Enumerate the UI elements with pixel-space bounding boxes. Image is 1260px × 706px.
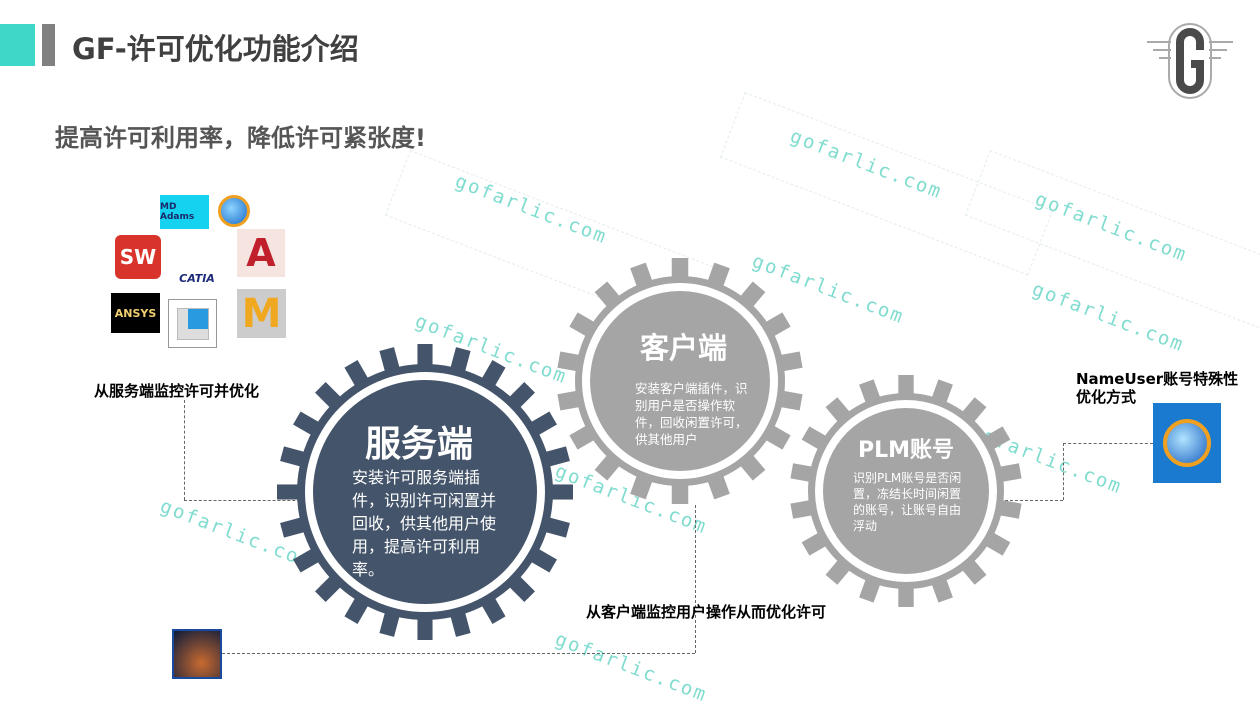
app-logo-square: [187, 308, 208, 329]
page-subtitle: 提高许可利用率，降低许可紧张度!: [55, 124, 426, 152]
maya-logo: M: [237, 289, 286, 338]
connector-line: [184, 400, 185, 500]
3ds-logo: [172, 629, 222, 679]
md-adams-logo: MD Adams: [160, 195, 209, 229]
gear-tooth: [280, 516, 308, 538]
nx-globe-logo: [218, 195, 250, 227]
gear-tooth: [778, 351, 803, 372]
client-monitor-label: 从客户端监控用户操作从而优化许可: [586, 603, 827, 621]
gear-tooth: [379, 347, 401, 375]
client-gear-desc: 安装客户端插件，识别用户是否操作软件，回收闲置许可，供其他用户: [635, 381, 748, 447]
gear-tooth: [449, 609, 471, 637]
connector-line: [1063, 443, 1153, 444]
gear-tooth: [778, 390, 803, 411]
plm-gear-desc: 识别PLM账号是否闲置，冻结长时间闲置的账号，让账号自由浮动: [853, 471, 962, 533]
gear-tooth: [790, 499, 815, 519]
title-bar: [42, 24, 55, 66]
gear-tooth: [790, 463, 815, 483]
gear-tooth: [557, 390, 582, 411]
gear-tooth: [997, 463, 1022, 483]
connector-line: [1063, 443, 1064, 500]
nameuser-label: NameUser账号特殊性优化方式: [1076, 370, 1239, 406]
client-gear-title: 客户端: [640, 331, 728, 365]
catia-logo: CATIA: [179, 272, 215, 285]
gear-tooth: [898, 375, 914, 397]
connector-line: [695, 505, 696, 653]
gear-center: [313, 380, 537, 604]
gear-tooth: [671, 482, 689, 504]
autocad-logo: A: [237, 229, 285, 277]
connector-line: [222, 653, 695, 654]
gear-tooth: [280, 446, 308, 468]
gear-tooth: [449, 347, 471, 375]
gear-center: [823, 408, 989, 574]
gear-tooth: [417, 616, 433, 640]
gear-tooth: [671, 258, 689, 280]
globe-icon: [1163, 419, 1211, 467]
gear-tooth: [549, 484, 573, 500]
connector-line: [184, 500, 310, 501]
server-monitor-label: 从服务端监控许可并优化: [94, 382, 260, 400]
plm-gear-title: PLM账号: [858, 438, 955, 463]
page-title: GF-许可优化功能介绍: [72, 32, 359, 66]
server-gear-desc: 安装许可服务端插件，识别许可闲置并回收，供其他用户使用，提高许可利用率。: [352, 468, 497, 579]
gear-tooth: [542, 446, 570, 468]
solidworks-logo: SW: [115, 235, 161, 279]
server-gear: [277, 344, 573, 640]
gear-tooth: [417, 344, 433, 368]
gear-tooth: [379, 609, 401, 637]
gear-center: [590, 291, 770, 471]
client-gear: [557, 258, 803, 504]
connector-line: [975, 500, 1063, 501]
plm-gear: [790, 375, 1022, 607]
app-logo: [168, 299, 217, 348]
gear-tooth: [557, 351, 582, 372]
app-logo-mark: [176, 307, 209, 340]
ansys-logo: ANSYS: [111, 293, 160, 333]
nameuser-globe-logo: [1153, 403, 1221, 483]
gear-tooth: [898, 585, 914, 607]
gear-tooth: [542, 516, 570, 538]
server-gear-title: 服务端: [365, 424, 474, 465]
accent-block: [0, 24, 35, 66]
gear-tooth: [277, 484, 301, 500]
gear-tooth: [997, 499, 1022, 519]
gf-logo-icon: [1147, 23, 1233, 99]
